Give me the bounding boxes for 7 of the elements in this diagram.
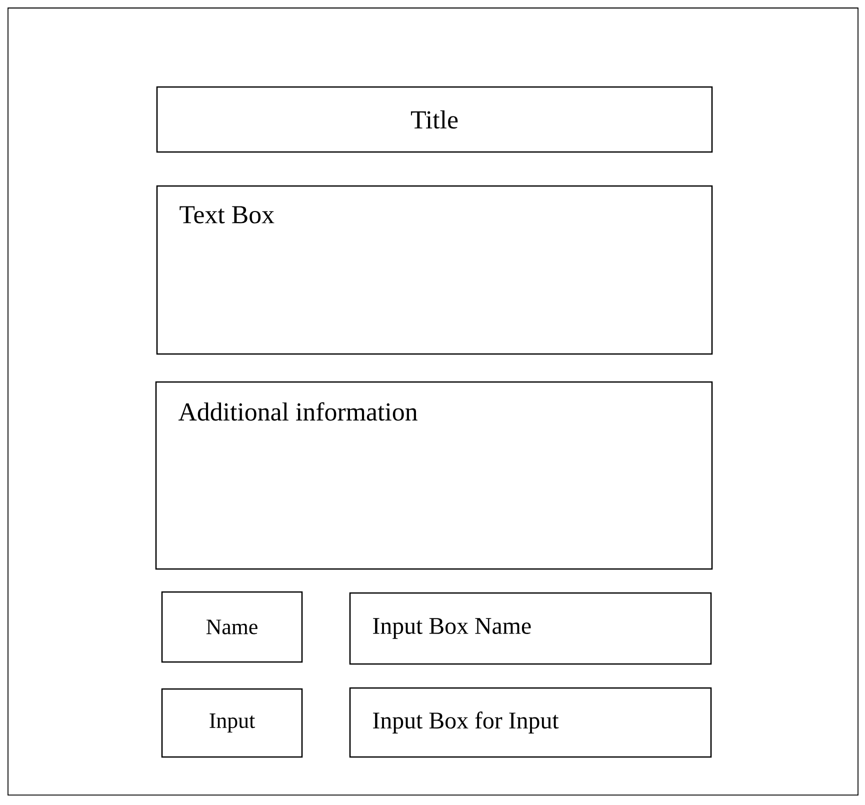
information-box: Additional information (155, 381, 713, 570)
label-box: Name (161, 591, 303, 663)
text-box: Text Box (156, 185, 713, 355)
label-box: Input (161, 688, 303, 758)
input-field: Input Box for Input (349, 687, 712, 758)
title-box: Title (156, 86, 713, 153)
input-field: Input Box Name (349, 592, 712, 665)
